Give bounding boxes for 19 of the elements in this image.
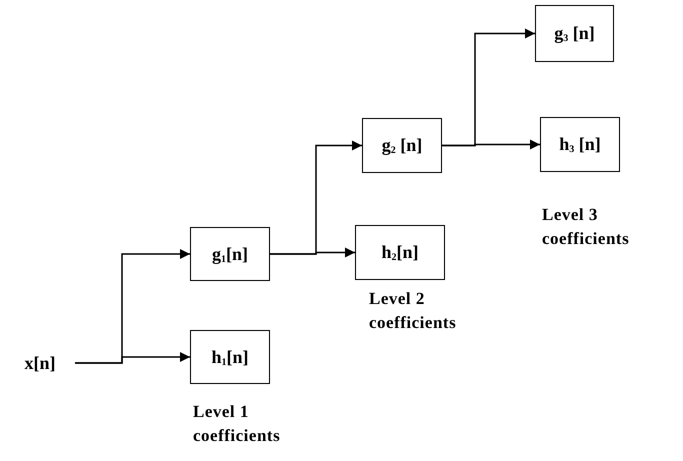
filter-box — [190, 227, 270, 281]
level-caption: Level 1 coefficients — [193, 401, 282, 447]
filter-box — [535, 5, 614, 62]
filter-box — [355, 225, 445, 280]
filter-label: h$_{3}$ [n] — [559, 134, 601, 155]
signal-label: x[n] — [10, 348, 70, 378]
filter-label: h$_{2}$[n] — [381, 242, 418, 263]
filter-box — [362, 118, 442, 173]
level-caption: Level 3 coefficients — [542, 204, 630, 250]
level-caption: Level 2 coefficients — [369, 288, 458, 334]
filter-label: h$_{1}$[n] — [211, 346, 248, 368]
arrow — [270, 248, 355, 258]
arrow — [442, 140, 540, 150]
filter-box — [190, 330, 270, 384]
arrow — [75, 352, 190, 364]
filter-label: g$_{3}$ [n] — [554, 23, 595, 44]
filter-label: g$_{1}$[n] — [212, 244, 248, 264]
filter-label: g$_{2}$ [n] — [382, 135, 422, 156]
filter-box — [540, 117, 620, 172]
